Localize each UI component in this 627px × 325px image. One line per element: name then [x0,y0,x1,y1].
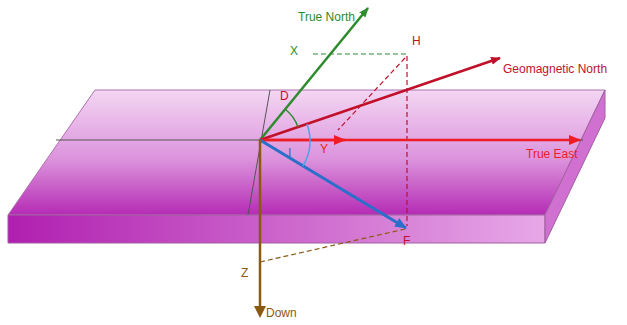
angle-label: D [280,89,289,103]
component-label: F [403,234,410,248]
axis-label: True East [526,147,578,161]
component-label: Z [241,266,248,280]
component-label: H [412,34,421,48]
component-label: X [290,44,298,58]
axis-label: Down [266,306,297,320]
axis-label: True North [298,10,355,24]
axis-label: Geomagnetic North [503,62,607,76]
angle-label: I [288,146,291,160]
component-label: Y [320,142,328,156]
